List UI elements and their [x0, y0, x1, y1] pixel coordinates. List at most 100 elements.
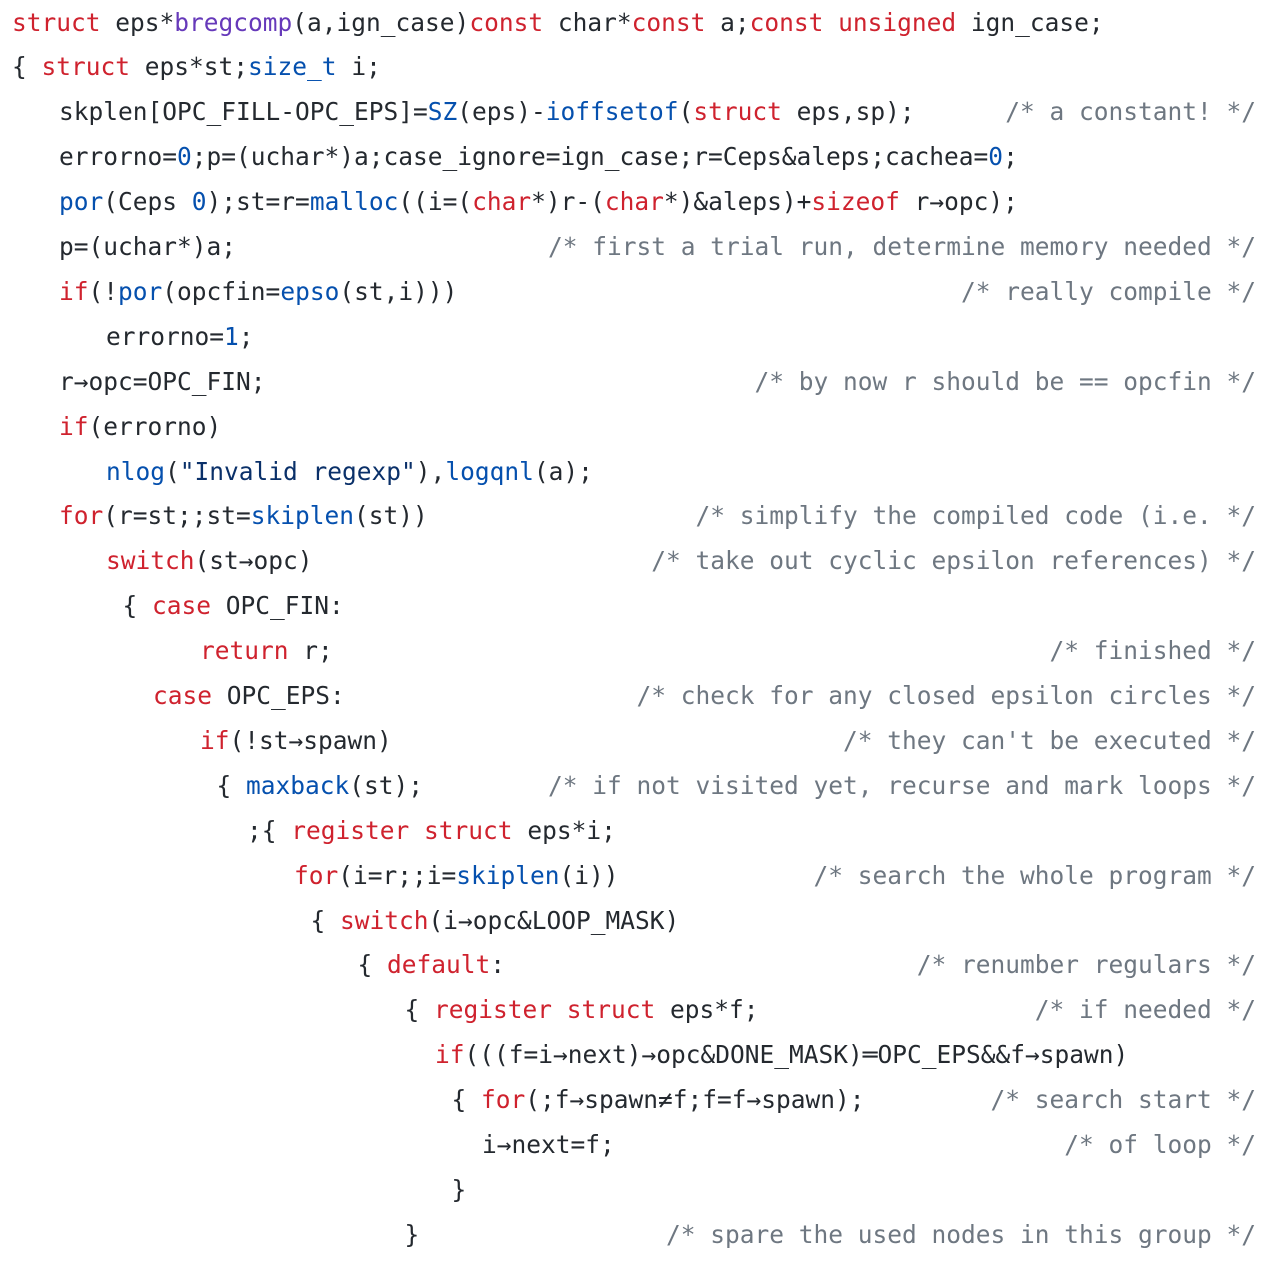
code-token: p=(uchar*)a; [59, 232, 237, 261]
code-token: (i=r;;i= [338, 860, 457, 890]
code-token: for [294, 860, 339, 890]
code-token: (opcfin= [162, 276, 281, 306]
code-comment: /* search start */ [990, 1085, 1256, 1115]
code-token: (r=st;;st= [103, 501, 251, 531]
code-token: eps*f; [655, 995, 759, 1025]
code-token: struct [41, 52, 131, 82]
code-line: errorno=1; [106, 315, 254, 360]
code-token: ( [678, 97, 694, 127]
code-line: skplen[OPC_FILL-OPC_EPS]=SZ(eps)-ioffset… [59, 90, 915, 135]
code-line: } [451, 1168, 466, 1213]
code-line: { case OPC_FIN: [122, 584, 343, 629]
code-line: { maxback(st); [216, 764, 423, 809]
code-line: por(Ceps 0);st=r=malloc((i=(char*)r-(cha… [59, 180, 1018, 225]
code-token: { [122, 591, 152, 621]
code-token: const [469, 7, 544, 37]
code-token: r; [288, 636, 333, 666]
code-token: (st→opc) [194, 546, 313, 576]
code-token: por [118, 276, 163, 306]
code-token: default [386, 950, 491, 980]
code-line: nlog("Invalid regexp"),logqnl(a); [106, 450, 593, 495]
code-token [823, 8, 838, 37]
code-token: } [451, 1174, 467, 1204]
code-token: case [153, 681, 213, 710]
code-comment: /* check for any closed epsilon circles … [636, 681, 1256, 710]
code-token: switch [106, 546, 195, 576]
code-token: struct [424, 815, 513, 845]
code-token [552, 995, 567, 1024]
code-token: case [151, 591, 211, 621]
code-token: struct [12, 7, 101, 37]
code-token: ), [415, 456, 446, 486]
code-line: } [404, 1213, 419, 1258]
code-comment: /* simplify the compiled code (i.e. */ [695, 501, 1256, 531]
code-token: OPC_FIN: [210, 591, 344, 621]
code-line: case OPC_EPS: [153, 674, 345, 719]
code-token: (((f=i→next)→opc&DONE_MASK)═OPC_EPS&&f→s… [464, 1040, 1129, 1070]
code-token: (eps)- [457, 97, 546, 127]
code-token: bregcomp [174, 7, 293, 37]
code-token: skplen[OPC_FILL-OPC_EPS]= [59, 97, 428, 127]
code-token: malloc [309, 187, 399, 217]
code-token: ;{ [247, 815, 292, 845]
code-line: ;{ register struct eps*i; [247, 809, 616, 854]
code-token: (st); [349, 770, 423, 800]
code-token: register [291, 815, 410, 845]
code-token: (;f→spawn≠f;f=f→spawn); [525, 1085, 865, 1115]
code-token: nlog [106, 456, 166, 486]
code-token: ign_case; [956, 7, 1104, 37]
code-token: ;p=(uchar*)a;case_ignore=ign_case;r=Ceps… [191, 142, 989, 172]
code-comment: /* by now r should be == opcfin */ [754, 366, 1256, 396]
code-token: ( [165, 456, 180, 486]
code-token: struct [693, 97, 782, 127]
code-token: SZ [427, 97, 458, 127]
code-token: { [404, 995, 434, 1025]
code-token: 0 [191, 187, 207, 217]
code-token: (errorno) [88, 411, 222, 441]
code-comment: /* if needed */ [1034, 995, 1256, 1025]
code-token: errorno= [59, 142, 178, 172]
code-token: eps*i; [512, 815, 616, 845]
code-line: r→opc=OPC_FIN; [59, 360, 266, 405]
code-line: switch(st→opc) [106, 539, 313, 584]
code-comment: /* if not visited yet, recurse and mark … [547, 770, 1256, 800]
code-token: (Ceps [103, 187, 192, 217]
code-token: *)&aleps)+ [663, 187, 812, 217]
code-token: if [435, 1040, 465, 1070]
code-token: { [310, 905, 340, 935]
code-token: (st)) [354, 501, 428, 531]
code-line: struct eps*bregcomp(a,ign_case)const cha… [12, 1, 1104, 46]
code-token: eps* [100, 7, 175, 37]
code-line: if(((f=i→next)→opc&DONE_MASK)═OPC_EPS&&f… [435, 1033, 1128, 1078]
code-token: (!st→spawn) [229, 725, 392, 755]
code-line: { default: [357, 943, 505, 988]
code-line: { for(;f→spawn≠f;f=f→spawn); [451, 1078, 864, 1123]
code-token: );st=r= [206, 187, 310, 217]
code-token: "Invalid regexp" [179, 456, 416, 486]
code-token: if [59, 411, 89, 441]
code-comment: /* really compile */ [960, 276, 1256, 306]
code-line: errorno=0;p=(uchar*)a;case_ignore=ign_ca… [59, 135, 1018, 180]
code-token: { [12, 52, 42, 82]
code-comment: /* take out cyclic epsilon references) *… [651, 546, 1256, 576]
code-comment: /* of loop */ [1064, 1130, 1256, 1159]
code-line: if(!por(opcfin=epso(st,i))) [59, 270, 457, 315]
code-token: size_t [248, 52, 337, 82]
code-token: (a); [533, 456, 593, 486]
code-comment: /* finished */ [1049, 636, 1256, 666]
code-token: } [404, 1219, 420, 1249]
code-token: char [604, 187, 664, 217]
code-token: errorno= [106, 321, 225, 351]
code-token: : [490, 950, 505, 980]
code-token: a; [705, 7, 750, 37]
code-line: { register struct eps*f; [404, 988, 758, 1033]
code-token: sizeof [811, 187, 900, 217]
code-token: i→next=f; [482, 1130, 615, 1159]
code-line: return r; [200, 629, 333, 674]
code-token: skiplen [456, 860, 560, 890]
code-token: return [200, 636, 289, 666]
code-comment: /* first a trial run, determine memory n… [547, 232, 1256, 261]
code-comment: /* search the whole program */ [813, 860, 1256, 890]
code-comment: /* renumber regulars */ [916, 950, 1256, 980]
